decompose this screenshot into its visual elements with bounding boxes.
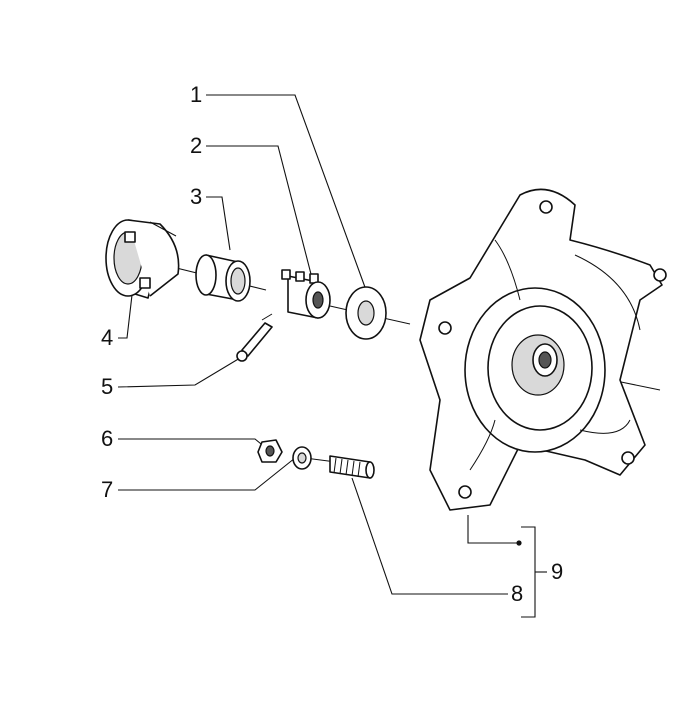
callout-label-4: 4: [101, 325, 114, 350]
callout-label-2: 2: [190, 133, 203, 158]
leader-line-6: [118, 438, 267, 449]
callout-label-7: 7: [101, 477, 114, 502]
leader-line-2: [206, 145, 313, 279]
leader-line-4: [118, 294, 133, 339]
part-9-wheel-hub: [419, 188, 667, 511]
leader-dot-9: [516, 540, 522, 546]
leader-line-3: [206, 196, 231, 251]
callout-label-8: 8: [511, 581, 524, 606]
leader-line-8: [351, 477, 508, 595]
part-7-washer: [292, 446, 312, 470]
leader-lines: [117, 94, 547, 618]
part-5-cotter-pin: [236, 313, 273, 362]
part-2-castle-nut: [281, 269, 331, 319]
leader-line-7: [118, 457, 296, 491]
callout-label-1: 1: [190, 82, 203, 107]
part-3-sleeve: [195, 254, 251, 302]
part-1-washer: [345, 286, 387, 340]
callout-label-9: 9: [551, 559, 564, 584]
leader-line-9: [467, 515, 518, 544]
leader-line-5: [117, 354, 246, 388]
part-4-hub-cap: [105, 219, 180, 299]
callout-label-5: 5: [101, 374, 114, 399]
part-8-stud: [329, 455, 375, 479]
leader-line-1: [206, 94, 367, 291]
callout-label-3: 3: [190, 184, 203, 209]
callout-label-6: 6: [101, 426, 114, 451]
part-6-nut: [257, 439, 283, 463]
